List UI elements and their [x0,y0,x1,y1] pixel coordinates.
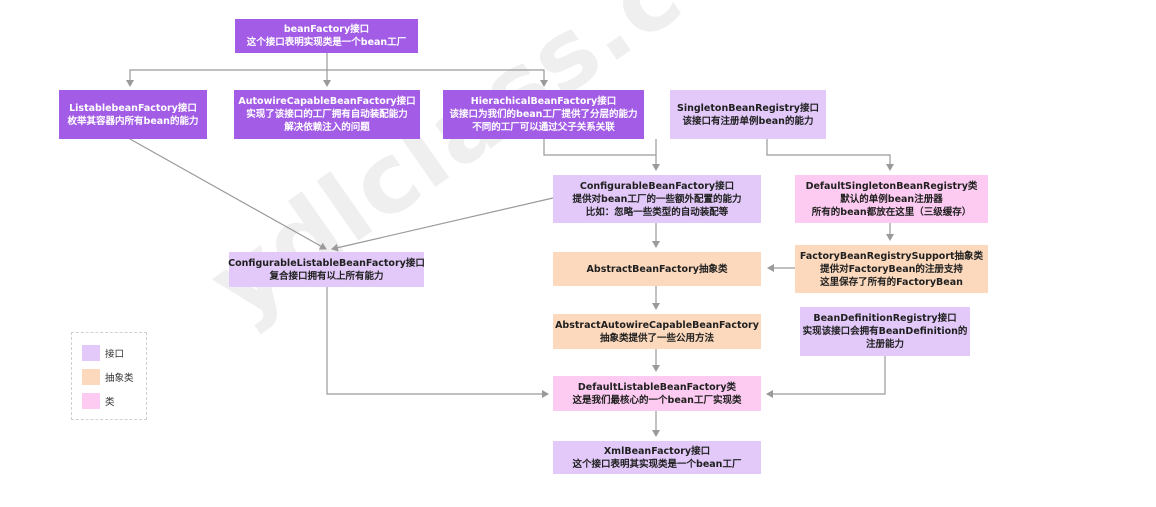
node-desc: 提供对bean工厂的一些额外配置的能力 [572,193,742,205]
node-desc: 这个接口表明其实现类是一个bean工厂 [572,458,742,470]
node-configurable-listable-bean-factory: ConfigurableListableBeanFactory接口 复合接口拥有… [228,252,425,287]
connector-singleton-to-default-singleton [766,139,894,171]
connector-hierarchical-to-configurable [543,139,660,171]
node-abstract-autowire-capable-bean-factory: AbstractAutowireCapableBeanFactory 抽象类提供… [553,314,761,349]
legend-swatch [82,393,100,409]
legend-swatch [82,369,100,385]
node-default-singleton-bean-registry: DefaultSingletonBeanRegistry类 默认的单例bean注… [795,175,988,223]
node-bean-factory: beanFactory接口 这个接口表明实现类是一个bean工厂 [235,19,418,53]
node-desc: 这个接口表明实现类是一个bean工厂 [246,37,407,48]
connector-root-to-hierarchical [327,69,548,87]
node-desc: 该接口有注册单例bean的能力 [682,115,814,127]
node-title: XmlBeanFactory接口 [603,445,711,457]
legend-item-class: 类 [82,392,115,410]
node-desc: 注册能力 [865,339,904,350]
node-title: DefaultSingletonBeanRegistry类 [805,180,978,192]
node-title: AbstractBeanFactory抽象类 [586,263,728,275]
node-factory-bean-registry-support: FactoryBeanRegistrySupport抽象类 提供对Factory… [795,245,988,293]
node-title: AutowireCapableBeanFactory接口 [238,96,416,107]
node-abstract-bean-factory: AbstractBeanFactory抽象类 [553,252,761,286]
node-title: BeanDefinitionRegistry接口 [813,313,957,324]
connector-listable-to-configurable-listable [129,138,327,250]
node-bean-definition-registry: BeanDefinitionRegistry接口 实现该接口会拥有BeanDef… [800,307,970,356]
node-hierarchical-bean-factory: HierachicalBeanFactory接口 该接口为我们的bean工厂提供… [443,90,644,139]
legend-label: 类 [105,397,115,408]
node-title: beanFactory接口 [283,24,370,35]
node-desc: 解决依赖注入的问题 [284,122,370,133]
node-title: ListablebeanFactory接口 [69,102,197,114]
node-desc: 复合接口拥有以上所有能力 [269,270,384,282]
node-desc: 不同的工厂可以通过父子关系关联 [472,122,615,133]
node-desc: 默认的单例bean注册器 [840,193,943,205]
node-desc: 枚举其容器内所有bean的能力 [67,115,199,127]
node-desc: 比如：忽略一些类型的自动装配等 [585,206,729,218]
legend-item-abstract: 抽象类 [82,368,134,386]
node-configurable-bean-factory: ConfigurableBeanFactory接口 提供对bean工厂的一些额外… [553,175,761,223]
connector-configurable-listable-to-default-listable [326,287,549,398]
node-desc: 所有的bean都放在这里（三级缓存） [811,206,972,218]
node-title: DefaultListableBeanFactory类 [577,381,737,393]
node-title: AbstractAutowireCapableBeanFactory [555,319,759,331]
legend-label: 抽象类 [105,373,134,384]
node-title: FactoryBeanRegistrySupport抽象类 [799,250,984,262]
connector-configurable-to-configurable-listable [331,197,554,252]
node-desc: 实现该接口会拥有BeanDefinition的 [802,326,968,337]
node-desc: 该接口为我们的bean工厂提供了分层的能力 [449,109,638,120]
connector-root-to-children [126,53,328,87]
node-title: SingletonBeanRegistry接口 [677,102,819,114]
node-title: HierachicalBeanFactory接口 [470,96,617,107]
node-listable-bean-factory: ListablebeanFactory接口 枚举其容器内所有bean的能力 [59,90,207,139]
node-desc: 这是我们最核心的一个bean工厂实现类 [572,394,742,406]
node-desc: 抽象类提供了一些公用方法 [599,332,714,344]
node-default-listable-bean-factory: DefaultListableBeanFactory类 这是我们最核心的一个be… [553,376,761,411]
node-desc: 实现了该接口的工厂拥有自动装配能力 [246,109,408,120]
connector-definition-registry-to-default-listable [766,356,886,398]
legend: 接口 抽象类 类 [71,332,147,420]
node-title: ConfigurableListableBeanFactory接口 [228,257,425,269]
node-xml-bean-factory: XmlBeanFactory接口 这个接口表明其实现类是一个bean工厂 [553,441,761,474]
node-autowire-capable-bean-factory: AutowireCapableBeanFactory接口 实现了该接口的工厂拥有… [234,90,420,139]
legend-item-interface: 接口 [82,344,124,362]
legend-swatch [82,345,100,361]
node-desc: 这里保存了所有的FactoryBean [820,276,963,288]
legend-label: 接口 [105,349,125,360]
node-title: ConfigurableBeanFactory接口 [579,180,735,192]
node-singleton-bean-registry: SingletonBeanRegistry接口 该接口有注册单例bean的能力 [670,90,826,139]
node-desc: 提供对FactoryBean的注册支持 [820,263,963,275]
